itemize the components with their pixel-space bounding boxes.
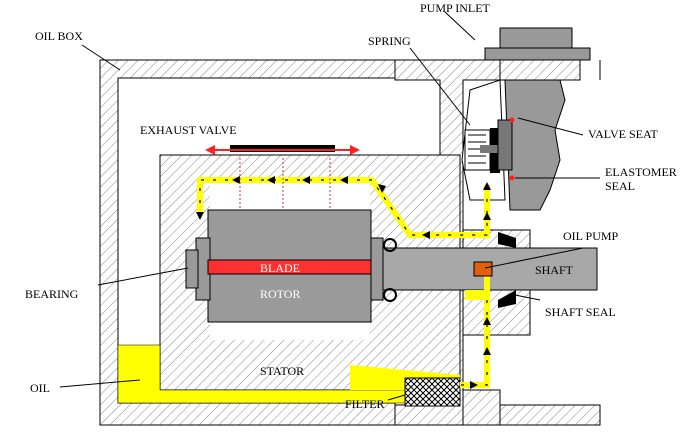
flow-arrow: [196, 212, 204, 220]
flow-arrow: [470, 381, 478, 389]
flow-arrow: [267, 176, 275, 184]
pump-inlet-fitting: [461, 27, 591, 211]
flow-arrow: [483, 317, 491, 325]
oil-pump-label: OIL PUMP: [563, 229, 619, 243]
shaft-seals: [383, 232, 516, 308]
bearing-label: BEARING: [25, 287, 79, 301]
flow-arrow: [483, 212, 491, 220]
filter: [404, 377, 461, 407]
leader-lines: [59, 11, 600, 401]
blade-label: BLADE: [260, 261, 300, 275]
flow-arrow: [483, 347, 491, 355]
flow-arrow: [302, 176, 310, 184]
spring-label: SPRING: [368, 34, 411, 48]
shaft-seal-label: SHAFT SEAL: [545, 305, 616, 319]
pump-inlet-label: PUMP INLET: [420, 1, 491, 15]
oil-box-label: OIL BOX: [35, 29, 83, 43]
exhaust-valve: [205, 145, 360, 210]
rotor-label: ROTOR: [260, 287, 300, 301]
shaft-label: SHAFT: [535, 263, 574, 277]
blade: [207, 259, 372, 275]
valve-seat-dot: [509, 117, 515, 123]
stator-label: STATOR: [260, 364, 304, 378]
valve-seat-dot: [509, 175, 515, 181]
filter-label: FILTER: [345, 397, 385, 411]
inlet-valve: [464, 117, 515, 181]
labels: PUMP INLET OIL BOX SPRING EXHAUST VALVE …: [25, 1, 677, 411]
oil-label: OIL: [30, 381, 50, 395]
flow-arrow: [340, 176, 348, 184]
flow-arrow: [378, 184, 386, 193]
elastomer-label-line1: ELASTOMER: [605, 165, 677, 179]
exhaust-valve-label: EXHAUST VALVE: [140, 123, 237, 137]
oil-pump: [473, 261, 493, 277]
elastomer-label-line2: SEAL: [605, 179, 635, 193]
flow-arrow: [232, 176, 240, 184]
valve-seat-label: VALVE SEAT: [588, 127, 658, 141]
flow-arrows: [196, 176, 491, 389]
flow-arrow: [422, 231, 430, 239]
flow-arrow: [483, 182, 491, 190]
